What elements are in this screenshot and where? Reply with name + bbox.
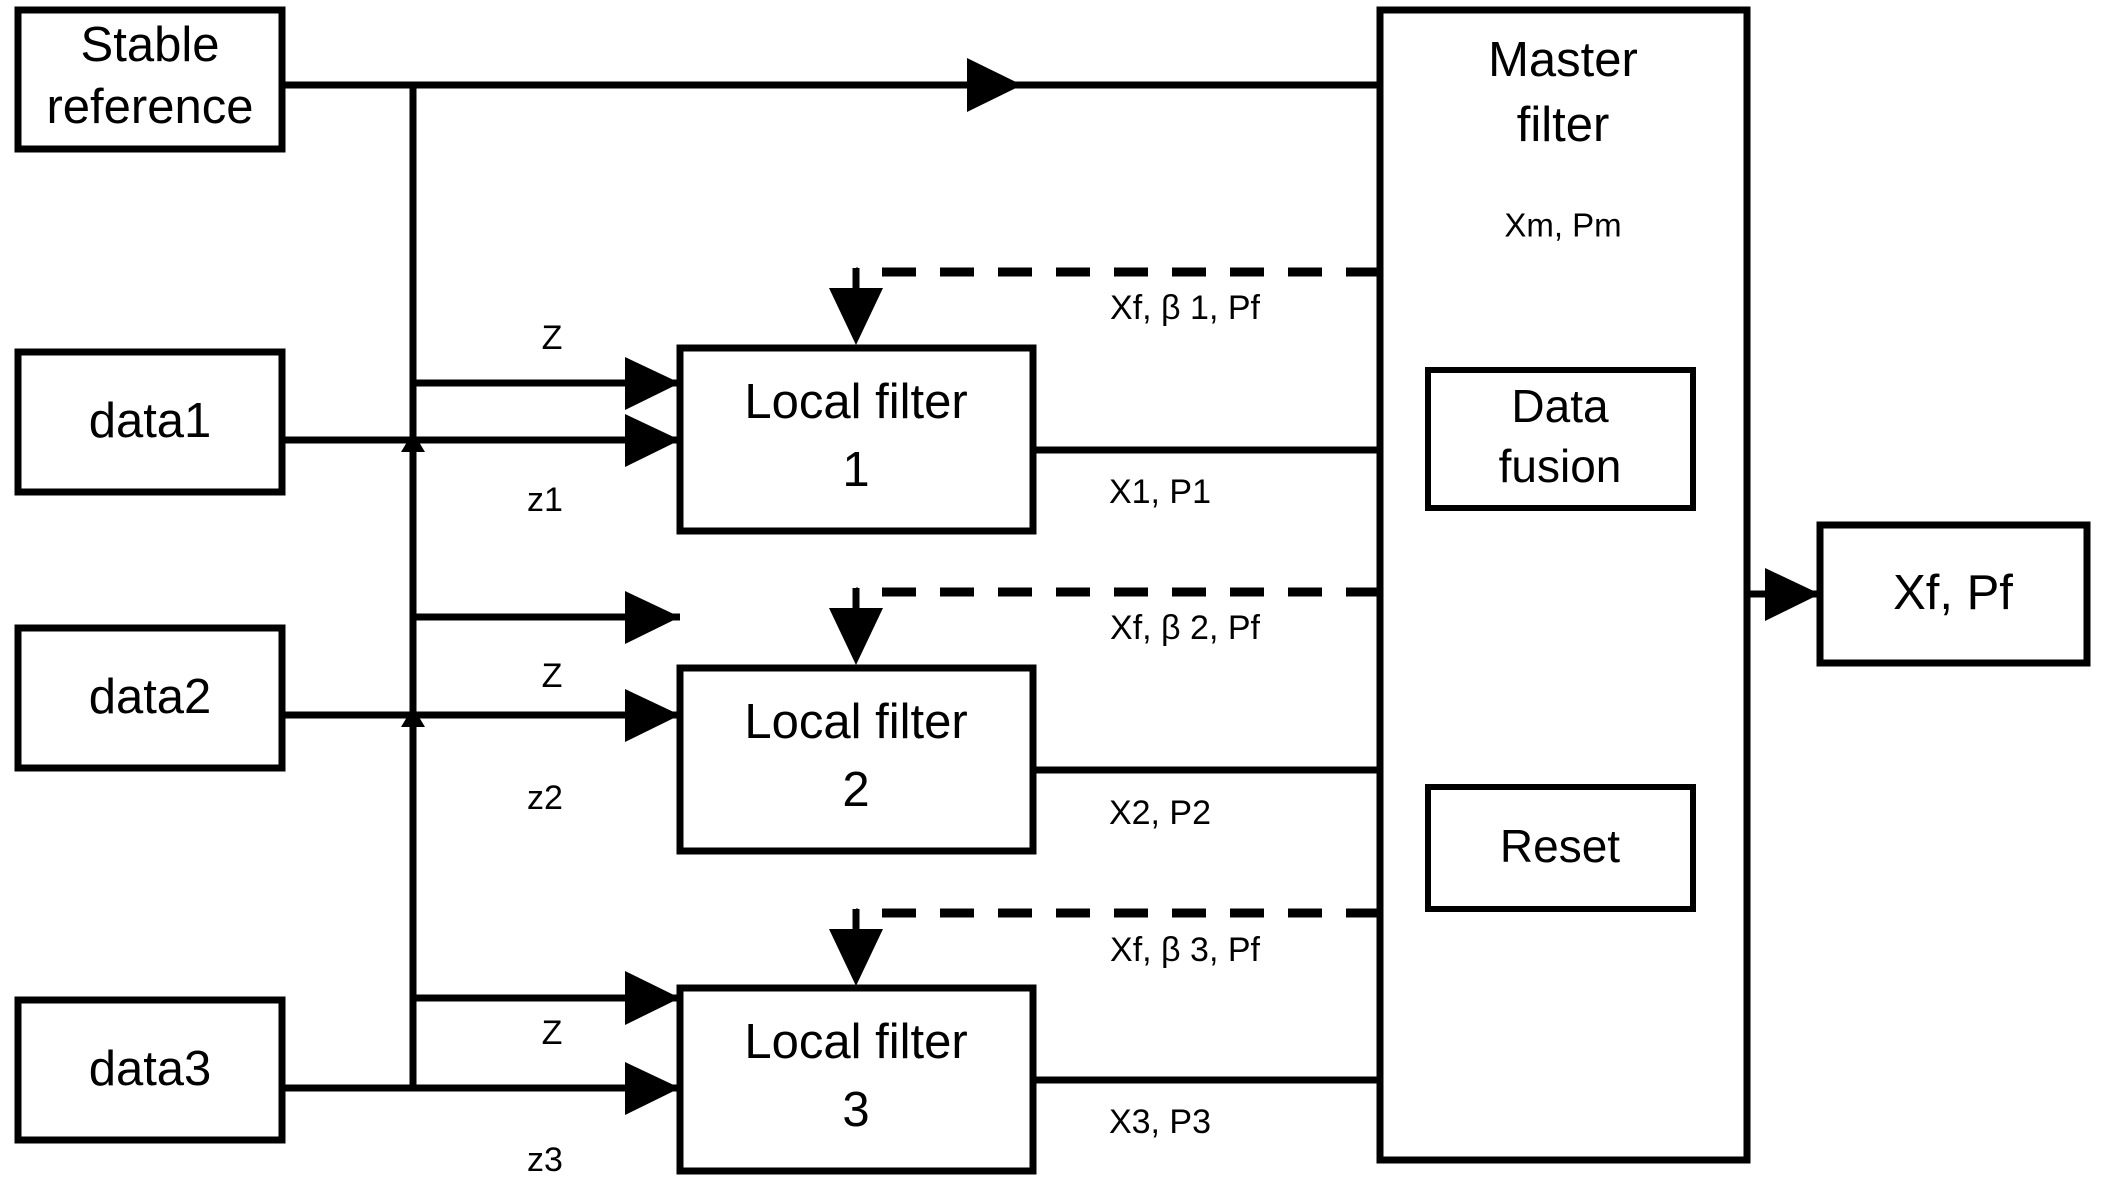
data-fusion-label-line1: Data <box>1511 380 1609 432</box>
node-reset[interactable]: Reset <box>1425 784 1696 912</box>
node-local-filter-2[interactable]: Local filter 2 <box>676 664 1037 855</box>
edge-data2-out <box>282 591 680 742</box>
node-local-filter-1[interactable]: Local filter 1 <box>676 344 1037 535</box>
edge-label-z-to-lf1: Z <box>542 319 563 357</box>
local-filter-2-label-line2: 2 <box>842 763 869 817</box>
edge-data3-out <box>282 971 680 1115</box>
edge-feedback-to-lf2 <box>829 587 1380 665</box>
edge-label-z-to-lf3: Z <box>542 1014 563 1052</box>
stable-reference-label-line2: reference <box>46 80 253 134</box>
edge-label-feedback2: Xf, β 2, Pf <box>1110 609 1260 647</box>
master-filter-label-line2: filter <box>1517 98 1610 152</box>
edge-feedback-to-lf3 <box>829 908 1380 986</box>
data-fusion-label-line2: fusion <box>1499 440 1622 492</box>
data2-label: data2 <box>89 670 212 724</box>
edge-label-feedback3: Xf, β 3, Pf <box>1110 931 1260 969</box>
local-filter-3-label-line2: 3 <box>842 1083 869 1137</box>
node-data2[interactable]: data2 <box>14 624 286 772</box>
stable-reference-label-line1: Stable <box>81 18 220 72</box>
edge-label-z1: z1 <box>527 481 563 519</box>
node-data1[interactable]: data1 <box>14 348 286 496</box>
edge-stable-reference-to-master-filter <box>282 58 1380 112</box>
local-filter-1-label-line1: Local filter <box>744 375 967 429</box>
local-filter-3-label-line1: Local filter <box>744 1015 967 1069</box>
edge-label-z3: z3 <box>527 1141 563 1179</box>
node-master-filter[interactable]: Master filter Xm, Pm <box>1376 6 1751 1164</box>
edge-label-lf2-out: X2, P2 <box>1109 794 1211 832</box>
local-filter-2-label-line1: Local filter <box>744 695 967 749</box>
master-filter-state-label: Xm, Pm <box>1504 207 1621 244</box>
reset-label: Reset <box>1500 820 1620 872</box>
edge-label-lf1-out: X1, P1 <box>1109 473 1211 511</box>
node-data-fusion[interactable]: Data fusion <box>1425 367 1696 511</box>
local-filter-1-label-line2: 1 <box>842 443 869 497</box>
node-output[interactable]: Xf, Pf <box>1816 521 2091 667</box>
node-data3[interactable]: data3 <box>14 996 286 1144</box>
node-stable-reference[interactable]: Stable reference <box>14 6 286 153</box>
data3-label: data3 <box>89 1042 212 1096</box>
data1-label: data1 <box>89 394 212 448</box>
edge-master-to-output <box>1747 568 1820 621</box>
master-filter-label-line1: Master <box>1488 33 1638 87</box>
edge-feedback-to-lf1 <box>829 267 1380 345</box>
edge-label-z-to-lf2: Z <box>542 657 563 695</box>
edge-label-feedback1: Xf, β 1, Pf <box>1110 289 1260 327</box>
edge-label-lf3-out: X3, P3 <box>1109 1103 1211 1141</box>
edge-label-z2: z2 <box>527 779 563 817</box>
node-local-filter-3[interactable]: Local filter 3 <box>676 984 1037 1175</box>
output-label: Xf, Pf <box>1893 566 2013 620</box>
edge-data1-out <box>282 357 680 467</box>
